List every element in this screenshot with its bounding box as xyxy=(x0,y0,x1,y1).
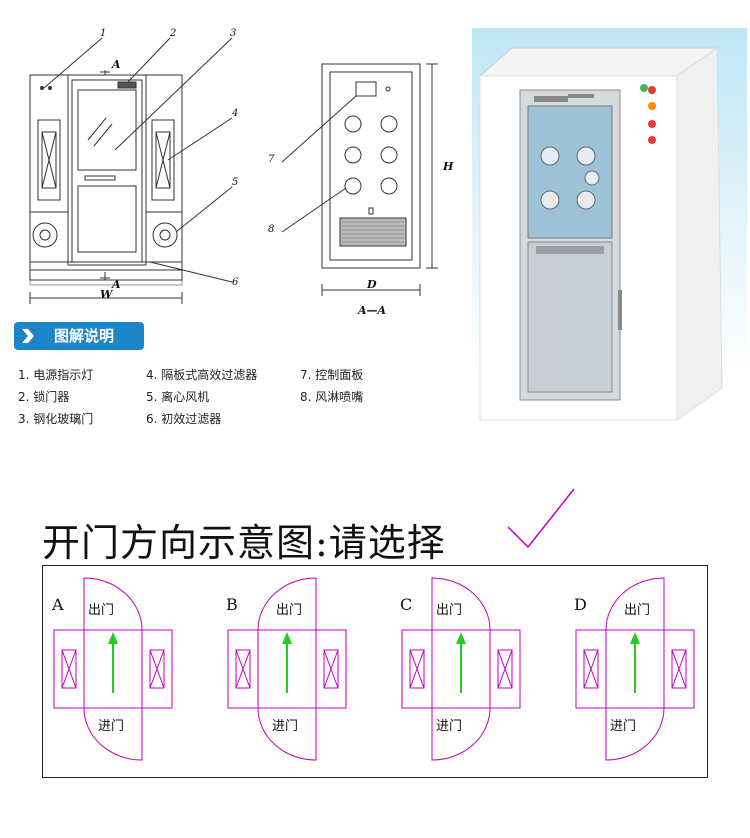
legend-item-8: 8. 风淋喷嘴 xyxy=(300,390,364,404)
exit-door-swing xyxy=(257,577,317,631)
front-view-labels: 1 2 3 4 5 6 A A W xyxy=(100,28,239,301)
option-c[interactable]: C 出门 进门 xyxy=(400,577,521,761)
right-filter-box xyxy=(315,629,347,709)
entry-door-label: 进门 xyxy=(98,719,124,734)
direction-arrow xyxy=(282,632,292,693)
option-a[interactable]: A 出门 进门 xyxy=(51,577,173,761)
exit-door-label: 出门 xyxy=(276,603,302,618)
entry-door-label: 进门 xyxy=(436,719,462,734)
callout-5: 5 xyxy=(232,177,238,188)
section-view xyxy=(281,63,438,296)
entry-door-swing xyxy=(257,707,317,761)
entry-door-label: 进门 xyxy=(272,719,298,734)
air-shower-product-photo xyxy=(472,28,747,436)
option-letter: B xyxy=(226,595,238,614)
front-view xyxy=(29,37,233,304)
option-b[interactable]: B 出门 进门 xyxy=(226,577,347,761)
left-filter-box xyxy=(401,629,433,709)
left-filter-box xyxy=(53,629,85,709)
legend-item-2: 2. 锁门器 xyxy=(18,390,70,404)
section-mark-top: A xyxy=(111,58,121,71)
right-filter-box xyxy=(663,629,695,709)
entry-door-swing xyxy=(431,707,491,761)
exit-door-swing xyxy=(83,577,143,631)
direction-arrow xyxy=(108,632,118,693)
checkmark-icon xyxy=(507,488,575,549)
legend-title: 图解说明 xyxy=(54,327,115,345)
legend-item-3: 3. 钢化玻璃门 xyxy=(18,412,94,426)
section-view-hatching xyxy=(342,221,404,243)
exit-door-label: 出门 xyxy=(88,603,114,618)
callout-2: 2 xyxy=(169,28,176,39)
entry-door-label: 进门 xyxy=(610,719,636,734)
depth-dimension: D xyxy=(366,278,377,291)
option-letter: C xyxy=(400,595,412,614)
exit-door-label: 出门 xyxy=(436,603,462,618)
legend-item-5: 5. 离心风机 xyxy=(146,390,210,404)
callout-7: 7 xyxy=(268,154,275,165)
chevron-right-icon xyxy=(22,329,34,343)
air-shower-technical-drawing: 1 2 3 4 5 6 A A W xyxy=(29,28,454,317)
entry-door-swing xyxy=(605,707,665,761)
callout-4: 4 xyxy=(231,108,238,119)
left-filter-box xyxy=(575,629,607,709)
door-direction-heading: 开门方向示意图:请选择 xyxy=(42,521,446,565)
callout-3: 3 xyxy=(230,28,236,39)
left-filter-box xyxy=(227,629,259,709)
legend-item-1: 1. 电源指示灯 xyxy=(18,368,94,382)
height-dimension: H xyxy=(442,160,454,173)
width-dimension: W xyxy=(100,288,114,301)
callout-8: 8 xyxy=(268,224,274,235)
section-caption: A—A xyxy=(357,304,387,317)
direction-arrow xyxy=(630,632,640,693)
option-letter: A xyxy=(51,595,64,614)
right-filter-box xyxy=(489,629,521,709)
section-view-labels: 7 8 H D A—A xyxy=(268,154,454,317)
option-letter: D xyxy=(574,595,587,614)
exit-door-swing xyxy=(431,577,491,631)
air-shower-illustration xyxy=(478,47,723,421)
legend-item-7: 7. 控制面板 xyxy=(300,368,364,382)
exit-door-swing xyxy=(605,577,665,631)
legend-item-6: 6. 初效过滤器 xyxy=(146,412,222,426)
legend-title-badge: 图解说明 xyxy=(14,322,144,350)
callout-6: 6 xyxy=(232,277,239,288)
exit-door-label: 出门 xyxy=(624,603,650,618)
direction-arrow xyxy=(456,632,466,693)
section-mark-bottom: A xyxy=(111,278,121,291)
right-filter-box xyxy=(141,629,173,709)
option-d[interactable]: D 出门 进门 xyxy=(574,577,695,761)
legend-item-4: 4. 隔板式高效过滤器 xyxy=(146,368,258,382)
entry-door-swing xyxy=(83,707,143,761)
callout-1: 1 xyxy=(100,28,106,39)
door-direction-panel xyxy=(42,565,708,778)
